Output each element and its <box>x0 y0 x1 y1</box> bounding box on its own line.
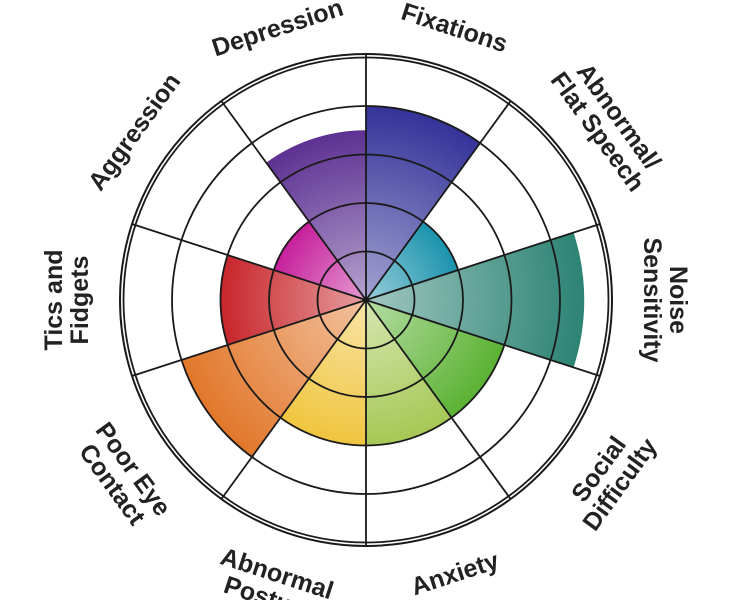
label-anxiety: Anxiety <box>408 547 503 602</box>
label-text-abnormal-posture: AbnormalPosture <box>209 543 337 600</box>
label-line: Depression <box>209 0 347 62</box>
label-line: Aggression <box>83 68 186 196</box>
label-aggression: Aggression <box>83 68 186 196</box>
grid-spoke-7 <box>220 299 367 500</box>
grid-spoke-4 <box>365 299 601 377</box>
grid-spoke-9 <box>131 223 367 301</box>
slice-abnormal-posture <box>280 300 366 446</box>
slice-poor-eye-contact <box>181 300 366 457</box>
grid-spoke-5 <box>365 299 512 500</box>
label-text-abnormal-flat-speech: Abnormal/Flat Speech <box>545 52 671 197</box>
label-noise-sensitivity: NoiseSensitivity <box>638 237 692 362</box>
label-text-depression: Depression <box>209 0 347 62</box>
label-line: Tics and <box>40 250 68 351</box>
slice-anxiety <box>366 300 452 446</box>
label-line: Noise <box>664 266 692 334</box>
label-text-tics-and-fidgets: Tics andFidgets <box>40 250 94 351</box>
label-line: Sensitivity <box>638 237 666 362</box>
label-line: Fidgets <box>66 256 94 345</box>
slice-fixations <box>366 106 481 300</box>
label-tics-and-fidgets: Tics andFidgets <box>40 250 94 351</box>
slices-layer <box>181 106 585 457</box>
grid-spoke-2 <box>365 100 512 301</box>
label-depression: Depression <box>209 0 347 62</box>
slice-aggression <box>273 221 366 300</box>
label-text-fixations: Fixations <box>398 0 511 58</box>
label-abnormal-posture: AbnormalPosture <box>209 543 337 605</box>
label-line: Anxiety <box>408 547 503 600</box>
grid-layer <box>119 53 613 547</box>
label-line: Fixations <box>398 0 511 58</box>
slice-social-difficulty <box>366 300 505 418</box>
slice-noise-sensitivity <box>366 232 585 368</box>
label-text-aggression: Aggression <box>83 68 186 196</box>
label-fixations: Fixations <box>398 0 511 58</box>
slice-tics-and-fidgets <box>220 255 366 345</box>
grid-spoke-10 <box>220 100 367 301</box>
grid-spoke-8 <box>131 299 367 377</box>
label-text-noise-sensitivity: NoiseSensitivity <box>638 237 692 362</box>
label-text-anxiety: Anxiety <box>408 547 503 600</box>
slice-abnormal-flat-speech <box>366 221 459 300</box>
grid-spoke-3 <box>365 223 601 301</box>
outer-circle <box>119 53 613 547</box>
label-abnormal-flat-speech: Abnormal/Flat Speech <box>545 52 671 197</box>
